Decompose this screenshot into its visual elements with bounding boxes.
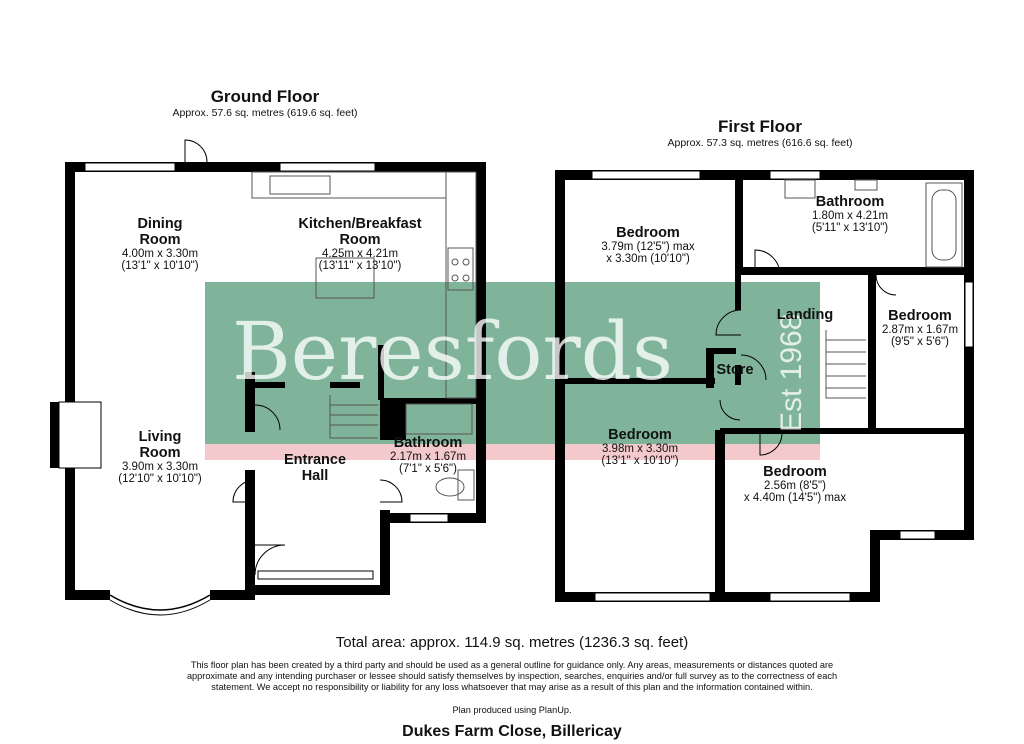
room-name: Bedroom xyxy=(616,225,680,241)
ground-doors xyxy=(184,139,403,576)
room-dim-imperial: (7'1" x 5'6") xyxy=(399,463,457,475)
first-stairs xyxy=(825,330,866,399)
room-dim-imperial: x 3.30m (10'10") xyxy=(606,253,690,265)
room-dim-metric: 2.87m x 1.67m xyxy=(881,324,959,336)
planup-credit: Plan produced using PlanUp. xyxy=(452,705,572,715)
room-name: Kitchen/Breakfast xyxy=(298,216,422,232)
room-dim-imperial: (5'11" x 13'10") xyxy=(811,222,889,234)
room-name: Landing xyxy=(776,307,834,323)
room-bedroom-3: Bedroom 3.98m x 3.30m (13'1" x 10'10") xyxy=(570,427,710,467)
ground-floor-header: Ground Floor Approx. 57.6 sq. metres (61… xyxy=(160,87,370,119)
first-floor-header: First Floor Approx. 57.3 sq. metres (616… xyxy=(655,117,865,149)
room-dim-metric: 1.80m x 4.21m xyxy=(811,210,889,222)
room-dim-imperial: (13'1" x 10'10") xyxy=(121,260,199,272)
first-bath-fixtures xyxy=(784,179,963,268)
disclaimer-text: This floor plan has been created by a th… xyxy=(186,660,838,692)
room-dim-metric: 4.25m x 4.21m xyxy=(321,248,399,260)
room-dim-metric: 3.90m x 3.30m xyxy=(121,461,199,473)
first-floor-area: Approx. 57.3 sq. metres (616.6 sq. feet) xyxy=(667,137,853,149)
room-dim-metric: 2.56m (8'5") xyxy=(764,480,826,492)
room-first-bathroom: Bathroom 1.80m x 4.21m (5'11" x 13'10") xyxy=(780,194,920,234)
room-name: Hall xyxy=(301,468,329,484)
room-dim-metric: 2.17m x 1.67m xyxy=(389,451,467,463)
first-doors xyxy=(715,249,897,456)
room-name: Store xyxy=(716,362,754,378)
room-name: Room xyxy=(339,232,381,248)
room-name: Bedroom xyxy=(888,308,952,324)
kitchen-units xyxy=(251,171,477,399)
room-name: Bathroom xyxy=(815,194,885,210)
room-dim-metric: 3.98m x 3.30m xyxy=(601,443,679,455)
watermark-stripe xyxy=(205,444,820,460)
room-living: Living Room 3.90m x 3.30m (12'10" x 10'1… xyxy=(95,429,225,485)
room-dim-imperial: (12'10" x 10'10") xyxy=(118,473,202,485)
ground-floor-area: Approx. 57.6 sq. metres (619.6 sq. feet) xyxy=(172,107,358,119)
total-area: Total area: approx. 114.9 sq. metres (12… xyxy=(335,634,689,651)
ground-bath-fixtures xyxy=(405,403,475,501)
room-name: Bedroom xyxy=(763,464,827,480)
room-dim-metric: 4.00m x 3.30m xyxy=(121,248,199,260)
room-dim-imperial: (13'11" x 13'10") xyxy=(318,260,402,272)
room-ground-bathroom: Bathroom 2.17m x 1.67m (7'1" x 5'6") xyxy=(378,435,478,475)
room-landing: Landing xyxy=(765,307,845,323)
bay-window xyxy=(109,594,211,611)
room-name: Room xyxy=(139,445,181,461)
room-dim-imperial: (13'1" x 10'10") xyxy=(601,455,679,467)
room-name: Bedroom xyxy=(608,427,672,443)
room-kitchen: Kitchen/Breakfast Room 4.25m x 4.21m (13… xyxy=(280,216,440,272)
watermark-name: Beresfords xyxy=(232,305,674,398)
room-name: Living xyxy=(138,429,182,445)
first-floor-title: First Floor xyxy=(717,117,803,136)
room-dim-metric: 3.79m (12'5") max xyxy=(601,241,695,253)
ground-stairs xyxy=(329,395,378,439)
room-name: Dining xyxy=(137,216,183,232)
room-bedroom-4: Bedroom 2.56m (8'5") x 4.40m (14'5") max xyxy=(725,464,865,504)
room-bedroom-1: Bedroom 3.79m (12'5") max x 3.30m (10'10… xyxy=(568,225,728,265)
room-hall: Entrance Hall xyxy=(265,452,365,484)
room-dim-imperial: x 4.40m (14'5") max xyxy=(743,492,847,504)
first-windows xyxy=(591,170,974,602)
room-store: Store xyxy=(705,362,765,378)
property-address: Dukes Farm Close, Billericay xyxy=(402,723,622,740)
room-name: Bathroom xyxy=(393,435,463,451)
room-dining: Dining Room 4.00m x 3.30m (13'1" x 10'10… xyxy=(95,216,225,272)
ground-windows xyxy=(58,162,449,580)
room-name: Entrance xyxy=(283,452,347,468)
room-bedroom-2: Bedroom 2.87m x 1.67m (9'5" x 5'6") xyxy=(872,308,968,348)
room-dim-imperial: (9'5" x 5'6") xyxy=(891,336,949,348)
room-name: Room xyxy=(139,232,181,248)
ground-floor-title: Ground Floor xyxy=(210,87,320,106)
watermark-est: Est 1968 xyxy=(775,313,808,432)
